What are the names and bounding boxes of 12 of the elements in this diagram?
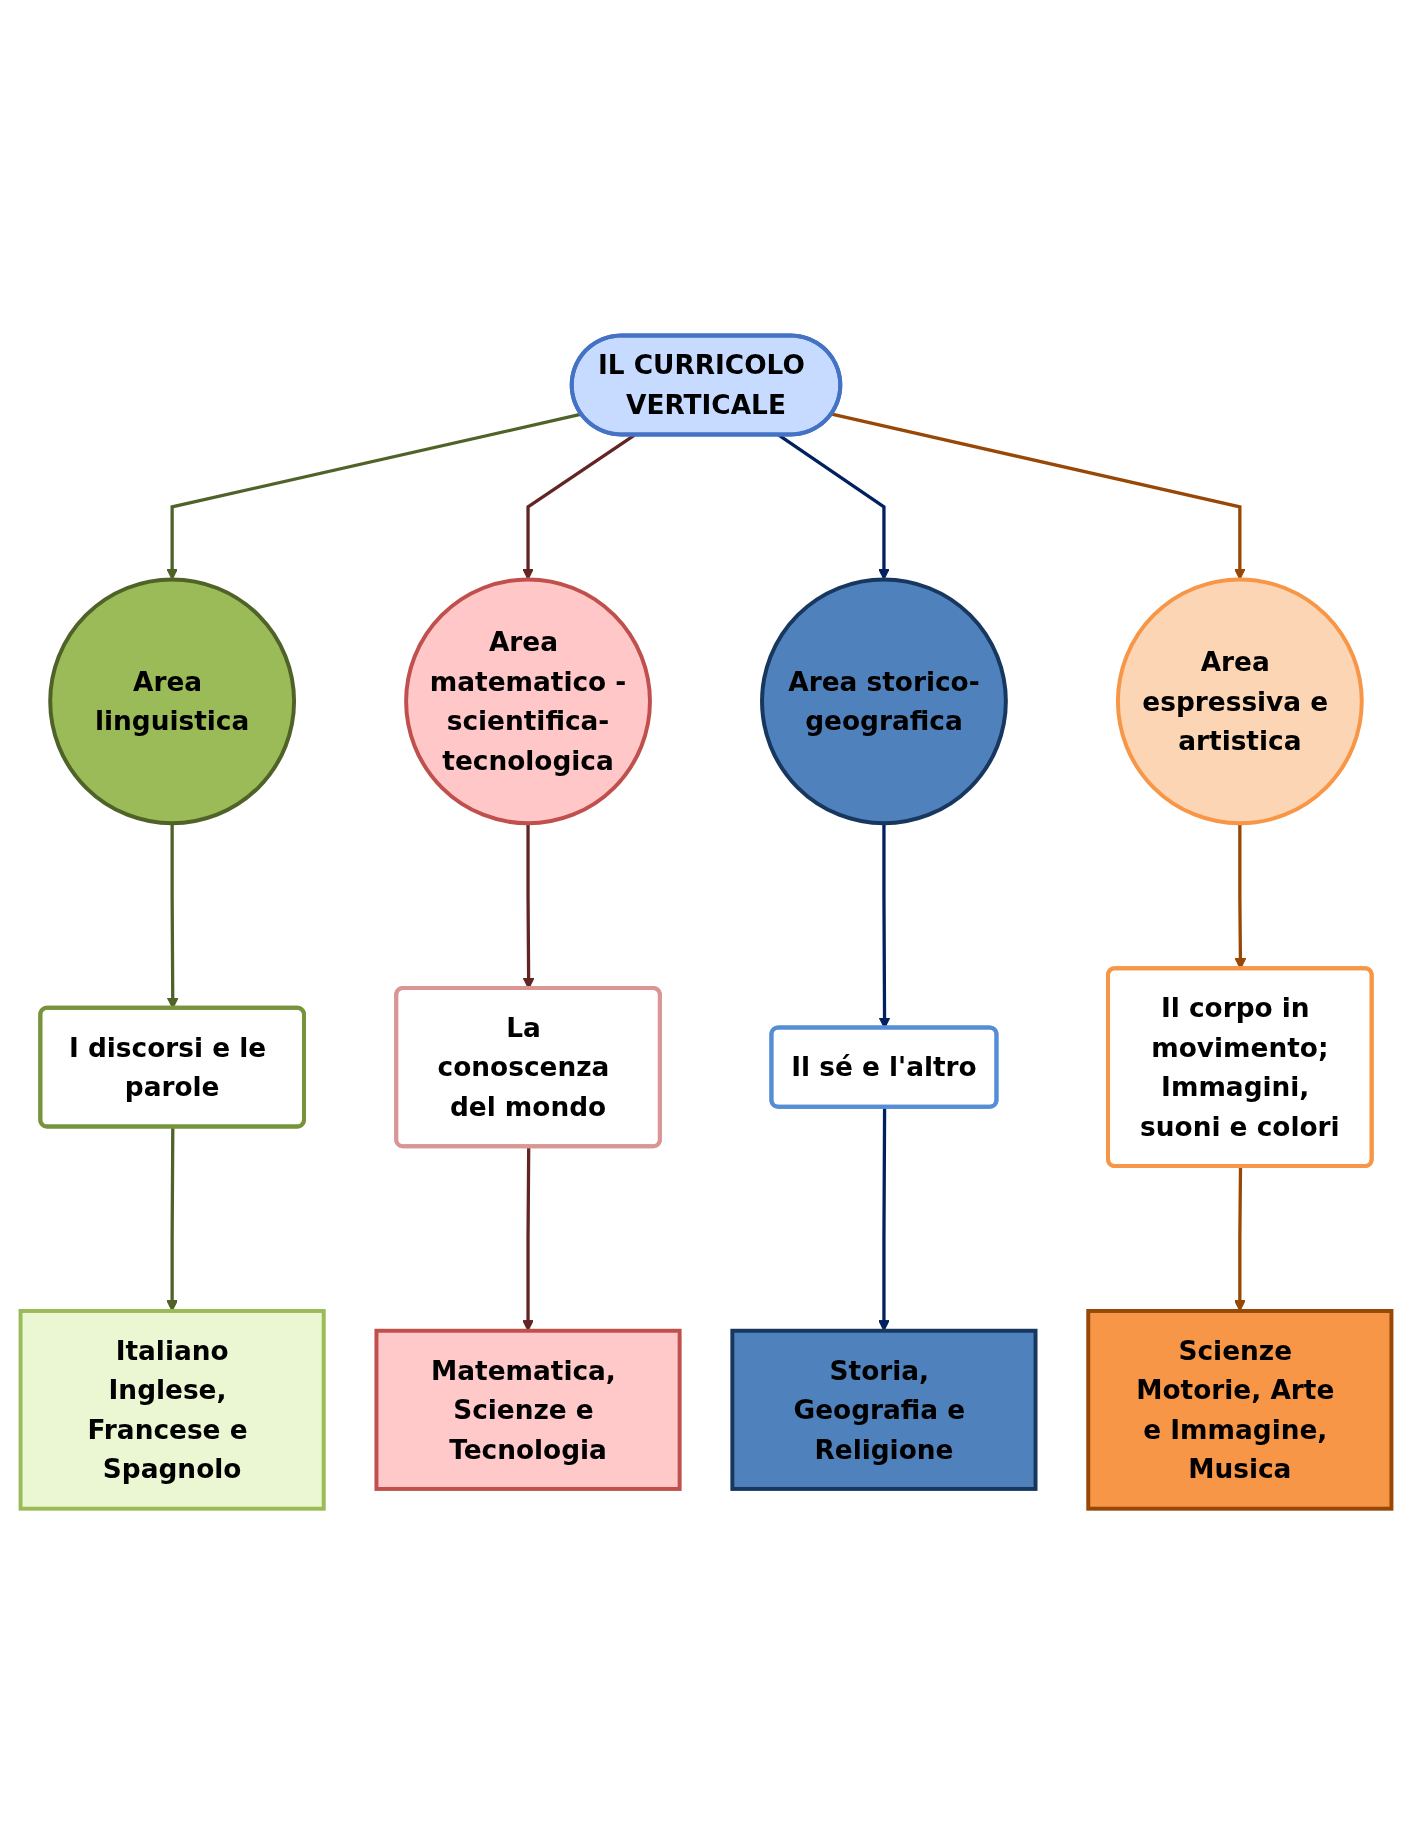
node-circle: Area espressiva e artistica: [1115, 577, 1364, 826]
node-box: Matematica, Scienze e Tecnologia: [374, 1329, 682, 1492]
arrow: [522, 1147, 534, 1332]
node-circle: Area storico-geografica: [760, 577, 1008, 826]
node-circle: Area linguistica: [48, 577, 297, 826]
node-box: Italiano Inglese, Francese e Spagnolo: [18, 1309, 326, 1512]
node-circle: Area matematico -scientifica-tecnologica: [404, 577, 652, 826]
node-box: Scienze Motorie, Arte e Immagine, Musica: [1086, 1309, 1394, 1512]
arrow: [1234, 1167, 1246, 1312]
node-box: Storia, Geografia e Religione: [730, 1329, 1038, 1492]
arrow: [166, 1127, 178, 1312]
arrow: [878, 1107, 890, 1332]
